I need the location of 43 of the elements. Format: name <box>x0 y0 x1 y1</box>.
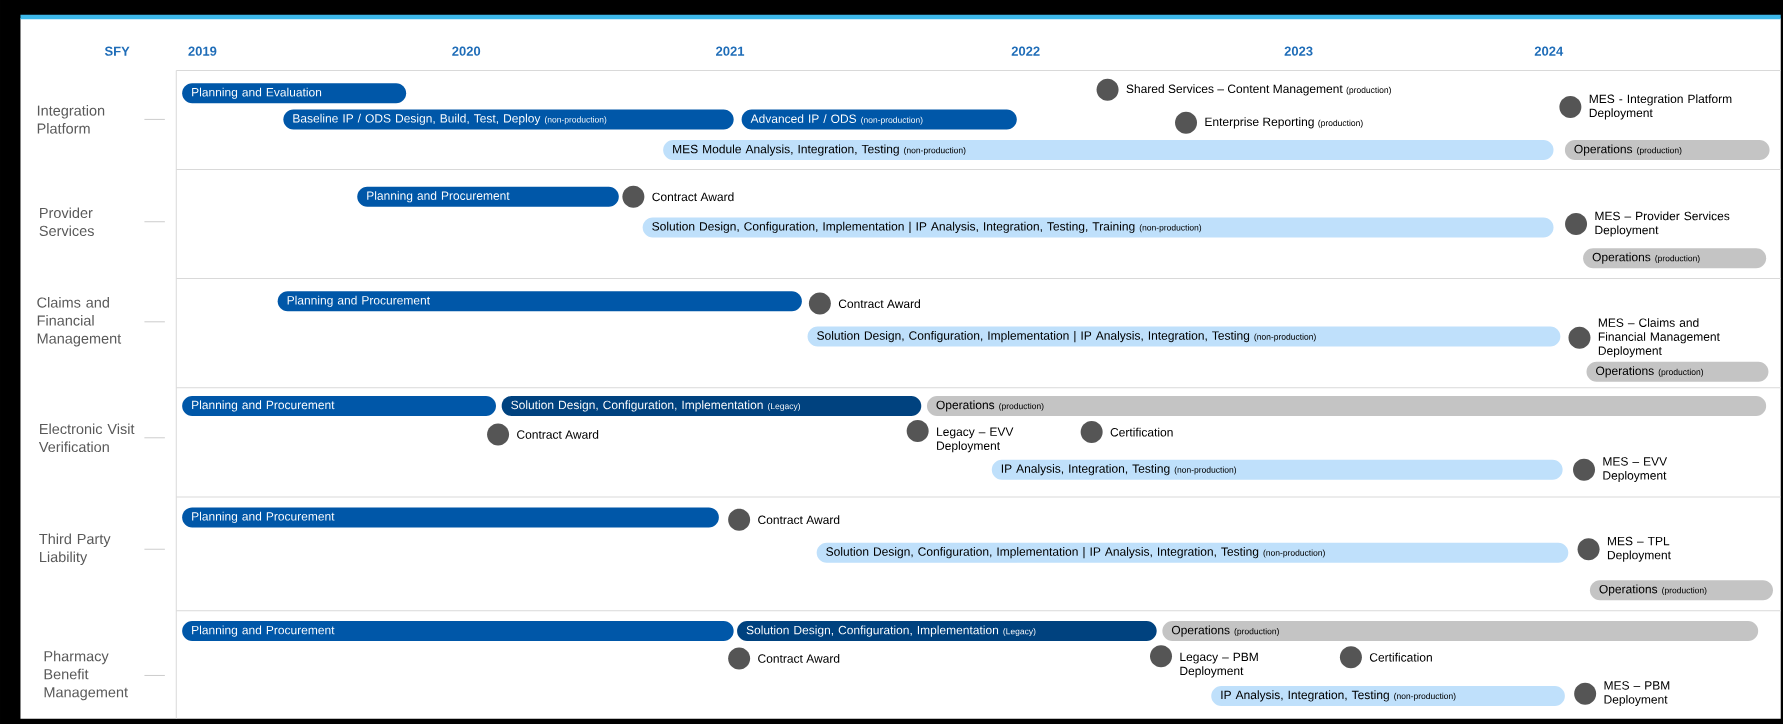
milestone-label: Shared Services – Content Management (production) <box>1126 84 1391 96</box>
row-label: Claims and Financial Management <box>37 297 122 347</box>
timeline-bar: Solution Design, Configuration, Implementation | IP Analysis, Integration, Testing, Training (non-production) <box>642 217 1554 238</box>
milestone-label: Contract Award <box>517 430 599 439</box>
timeline-bar: Solution Design, Configuration, Implementation (Legacy) <box>737 621 1157 642</box>
row-label: Electronic Visit Verification <box>38 423 135 453</box>
year-label: 2020 <box>452 46 481 56</box>
row-label: Pharmacy Benefit Management <box>44 650 128 701</box>
timeline-bar: Operations (production) <box>1589 580 1773 601</box>
milestone-label: Contract Award <box>758 654 840 663</box>
milestone-label: MES – PBM Deployment <box>1604 681 1670 707</box>
row-label: Third Party Liability <box>39 533 111 565</box>
milestone-label: MES – Claims and Financial Management Deployment <box>1598 318 1720 358</box>
milestone-label: MES – EVV Deployment <box>1603 457 1668 483</box>
milestone-label: Certification <box>1369 652 1432 662</box>
milestone-label: MES – TPL Deployment <box>1607 536 1671 562</box>
milestone-label: Contract Award <box>758 515 840 525</box>
timeline-bar: Operations (production) <box>1564 140 1770 161</box>
timeline-bar: Planning and Procurement <box>277 291 802 312</box>
timeline-bar: Baseline IP / ODS Design, Build, Test, Deploy (non-production) <box>283 109 734 130</box>
year-label: 2024 <box>1534 46 1564 56</box>
timeline-bar: Operations (production) <box>1583 248 1767 269</box>
timeline-bar: Planning and Procurement <box>182 621 734 642</box>
milestone-label: Enterprise Reporting (production) <box>1205 117 1363 129</box>
row-label: Integration Platform <box>37 105 105 134</box>
year-label: 2023 <box>1284 46 1313 56</box>
row-label: Provider Services <box>39 207 94 237</box>
year-label: 2022 <box>1011 46 1040 56</box>
year-label: 2021 <box>716 46 745 56</box>
milestone-label: Legacy – EVV Deployment <box>937 427 1014 453</box>
timeline-bar: Advanced IP / ODS (non-production) <box>741 109 1017 130</box>
timeline-bar: Planning and Evaluation <box>182 83 407 104</box>
timeline-bar: Planning and Procurement <box>182 507 719 528</box>
milestone-label: MES – Provider Services Deployment <box>1595 211 1730 237</box>
timeline-bar: MES Module Analysis, Integration, Testing (non-production) <box>663 140 1554 161</box>
milestone-label: Legacy – PBM Deployment <box>1180 652 1258 678</box>
milestone-label: Contract Award <box>838 299 920 308</box>
timeline-bar: Operations (production) <box>1162 621 1759 642</box>
milestone-label: Contract Award <box>652 192 734 202</box>
milestone-label: MES - Integration Platform Deployment <box>1589 94 1732 120</box>
milestone-label: Certification <box>1110 427 1173 437</box>
year-label: 2019 <box>188 46 217 56</box>
year-label: SFY <box>104 46 130 56</box>
